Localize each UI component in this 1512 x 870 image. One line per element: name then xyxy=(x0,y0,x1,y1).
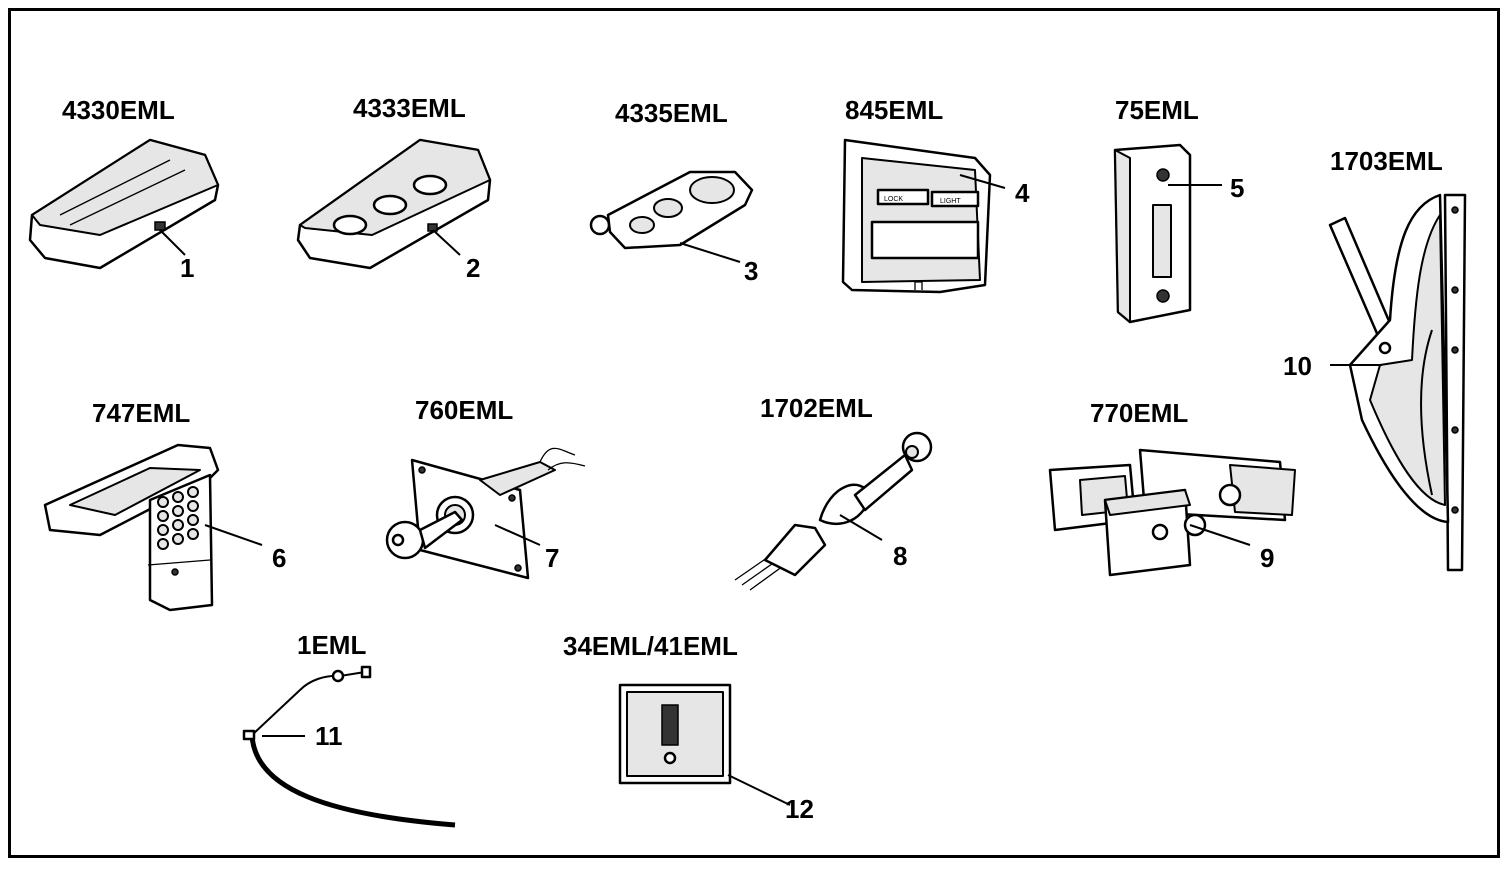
light-button-text: LIGHT xyxy=(940,198,961,205)
lock-button-text: LOCK xyxy=(884,196,903,203)
model-label-5: 75EML xyxy=(1115,95,1199,125)
push-button-75eml-icon xyxy=(1113,143,1222,324)
callout-9: 9 xyxy=(1260,543,1275,573)
cable-1eml-icon xyxy=(242,665,456,828)
model-label-3: 4335EML xyxy=(615,98,728,128)
keypad-747eml-icon xyxy=(43,443,263,612)
callout-5: 5 xyxy=(1230,173,1245,203)
model-label-9: 770EML xyxy=(1090,398,1189,428)
model-label-2: 4333EML xyxy=(353,93,466,123)
model-label-7: 760EML xyxy=(415,395,514,425)
bracket-770eml-icon xyxy=(1048,448,1296,577)
callout-10: 10 xyxy=(1283,351,1312,381)
model-label-4: 845EML xyxy=(845,95,944,125)
key-release-760eml-icon xyxy=(385,447,586,580)
model-label-10: 1703EML xyxy=(1330,146,1443,176)
door-arm-1703eml-icon xyxy=(1328,193,1467,572)
callout-6: 6 xyxy=(272,543,287,573)
callout-11: 11 xyxy=(315,721,343,751)
model-label-12: 34EML/41EML xyxy=(563,631,738,661)
remote-4333eml-icon xyxy=(296,138,492,270)
remote-4335eml-icon xyxy=(589,170,754,263)
callout-2: 2 xyxy=(466,253,481,283)
model-label-6: 747EML xyxy=(92,398,191,428)
callout-8: 8 xyxy=(893,541,908,571)
model-label-8: 1702EML xyxy=(760,393,873,423)
wall-control-845eml-icon: LOCK LIGHT xyxy=(841,138,1006,294)
key-switch-34eml-icon xyxy=(618,683,791,806)
callout-4: 4 xyxy=(1015,178,1030,208)
callout-3: 3 xyxy=(744,256,759,286)
callout-1: 1 xyxy=(180,253,195,283)
model-label-1: 4330EML xyxy=(62,95,175,125)
cable-release-1702eml-icon xyxy=(734,431,933,591)
callout-7: 7 xyxy=(545,543,560,573)
diagram-border xyxy=(8,8,1500,858)
model-label-11: 1EML xyxy=(297,630,367,660)
callout-12: 12 xyxy=(785,794,814,824)
remote-4330eml-icon xyxy=(28,138,220,270)
